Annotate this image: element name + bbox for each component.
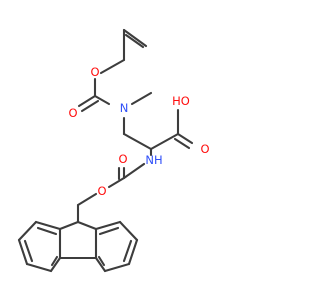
atom-label-o-acid-carbonyl: O — [200, 142, 209, 156]
bond — [103, 262, 131, 273]
atom-label-o-hydroxyl: HO — [172, 94, 190, 108]
bond — [93, 94, 111, 106]
bond — [176, 132, 194, 145]
bond — [107, 176, 126, 189]
bond — [118, 220, 139, 242]
atom-label-o-carbonyl-alloc: O — [68, 106, 77, 120]
bond — [94, 256, 107, 273]
bond — [99, 58, 126, 75]
bonds — [17, 28, 194, 273]
bond — [127, 238, 139, 266]
bond — [76, 220, 98, 231]
atom-label-n-amide: NH — [145, 153, 162, 167]
bond — [49, 256, 62, 273]
bond — [25, 262, 53, 273]
bond — [80, 99, 100, 113]
bond — [94, 220, 122, 231]
bond — [77, 94, 97, 108]
bond — [23, 239, 34, 263]
bond — [17, 220, 38, 242]
bond — [36, 226, 58, 236]
atom-label-o-ether-fmoc: O — [97, 184, 106, 198]
atom-label-o-ether-alloc: O — [90, 65, 99, 79]
bond — [17, 238, 29, 266]
molecule-diagram: O O N HO O NH O O — [17, 28, 210, 273]
bond — [58, 220, 80, 231]
bond — [122, 132, 153, 151]
bond — [149, 132, 180, 151]
bond — [97, 255, 106, 267]
atom-label-o-carbonyl-fmoc: O — [118, 152, 127, 166]
bond — [98, 226, 120, 236]
structure-canvas: O O N HO O NH O O — [17, 28, 210, 273]
bond — [122, 28, 148, 48]
atom-label-n-methyl: N — [120, 101, 129, 115]
bond — [173, 137, 191, 150]
bond — [50, 255, 59, 267]
bond — [130, 91, 153, 106]
bond — [34, 220, 62, 231]
bond — [122, 239, 133, 263]
bond — [124, 33, 145, 49]
bond — [122, 162, 146, 180]
bond — [76, 192, 98, 207]
atom-labels: O O N HO O NH O O — [68, 65, 209, 198]
